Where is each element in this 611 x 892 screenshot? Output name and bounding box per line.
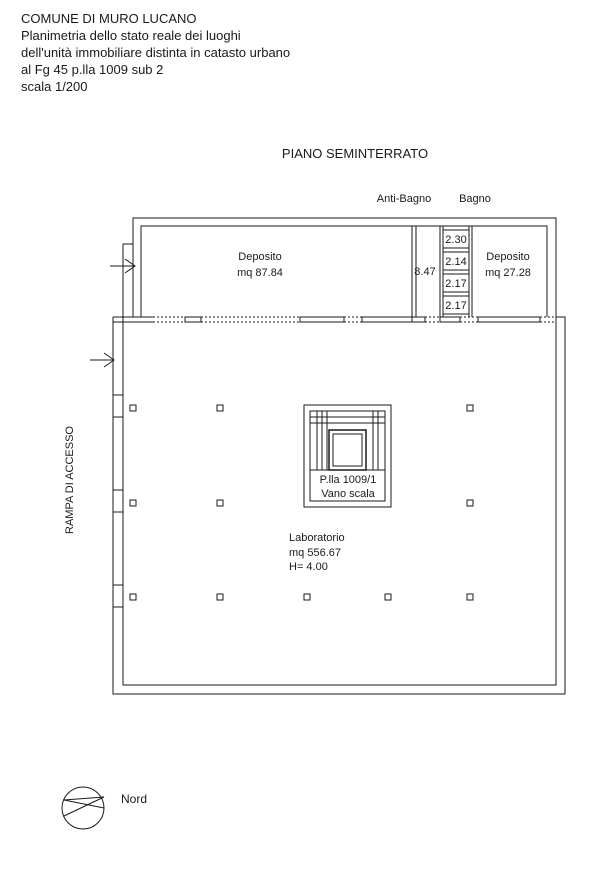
title-line-municipality: COMUNE DI MURO LUCANO — [21, 11, 197, 26]
floor-title: PIANO SEMINTERRATO — [282, 146, 428, 161]
laboratorio-outer-wall — [112, 316, 566, 695]
deposito-left-name: Deposito — [238, 251, 281, 263]
label-anti-bagno: Anti-Bagno — [377, 193, 431, 205]
small-room-3-value: 2.17 — [445, 278, 466, 290]
small-room-box-2 — [442, 251, 470, 271]
small-room-4-value: 2.17 — [445, 300, 466, 312]
title-line-parcel: al Fg 45 p.lla 1009 sub 2 — [21, 62, 164, 77]
ramp-label: RAMPA DI ACCESSO — [64, 426, 76, 534]
north-arrow-icon — [61, 786, 105, 830]
title-line-scale: scala 1/200 — [21, 79, 88, 94]
north-label: Nord — [121, 792, 147, 806]
stair-core — [303, 404, 392, 508]
entrance-arrow-upper — [110, 258, 136, 274]
small-room-box-3 — [442, 273, 470, 293]
laboratorio-height: H= 4.00 — [289, 561, 328, 573]
stair-parcel: P.lla 1009/1 — [320, 474, 377, 486]
dividing-wall-openings — [153, 316, 556, 323]
entrance-arrow-lower — [90, 352, 115, 368]
dividing-wall — [113, 316, 557, 323]
pillars — [129, 404, 474, 601]
label-bagno: Bagno — [459, 193, 491, 205]
small-room-box-1 — [442, 229, 470, 249]
window-left-1 — [112, 394, 124, 418]
window-left-3 — [112, 584, 124, 608]
deposito-right-name: Deposito — [486, 251, 529, 263]
laboratorio-name: Laboratorio — [289, 532, 345, 544]
window-left-2 — [112, 489, 124, 513]
title-line-description: Planimetria dello stato reale dei luoghi — [21, 28, 241, 43]
laboratorio-area: mq 556.67 — [289, 547, 341, 559]
deposito-right-area: mq 27.28 — [485, 267, 531, 279]
upper-wing-inner-wall — [140, 225, 548, 317]
deposito-left-area: mq 87.84 — [237, 267, 283, 279]
title-line-cadastre: dell'unità immobiliare distinta in catas… — [21, 45, 291, 60]
small-room-2-value: 2.14 — [445, 256, 466, 268]
title-block: COMUNE DI MURO LUCANO Planimetria dello … — [21, 10, 290, 95]
small-room-box-4 — [442, 295, 470, 315]
stair-name: Vano scala — [321, 488, 375, 500]
corridor-value: 8.47 — [414, 266, 435, 278]
small-room-1-value: 2.30 — [445, 234, 466, 246]
laboratorio-inner-wall — [122, 322, 557, 686]
upper-wing-outer-wall — [122, 217, 557, 317]
